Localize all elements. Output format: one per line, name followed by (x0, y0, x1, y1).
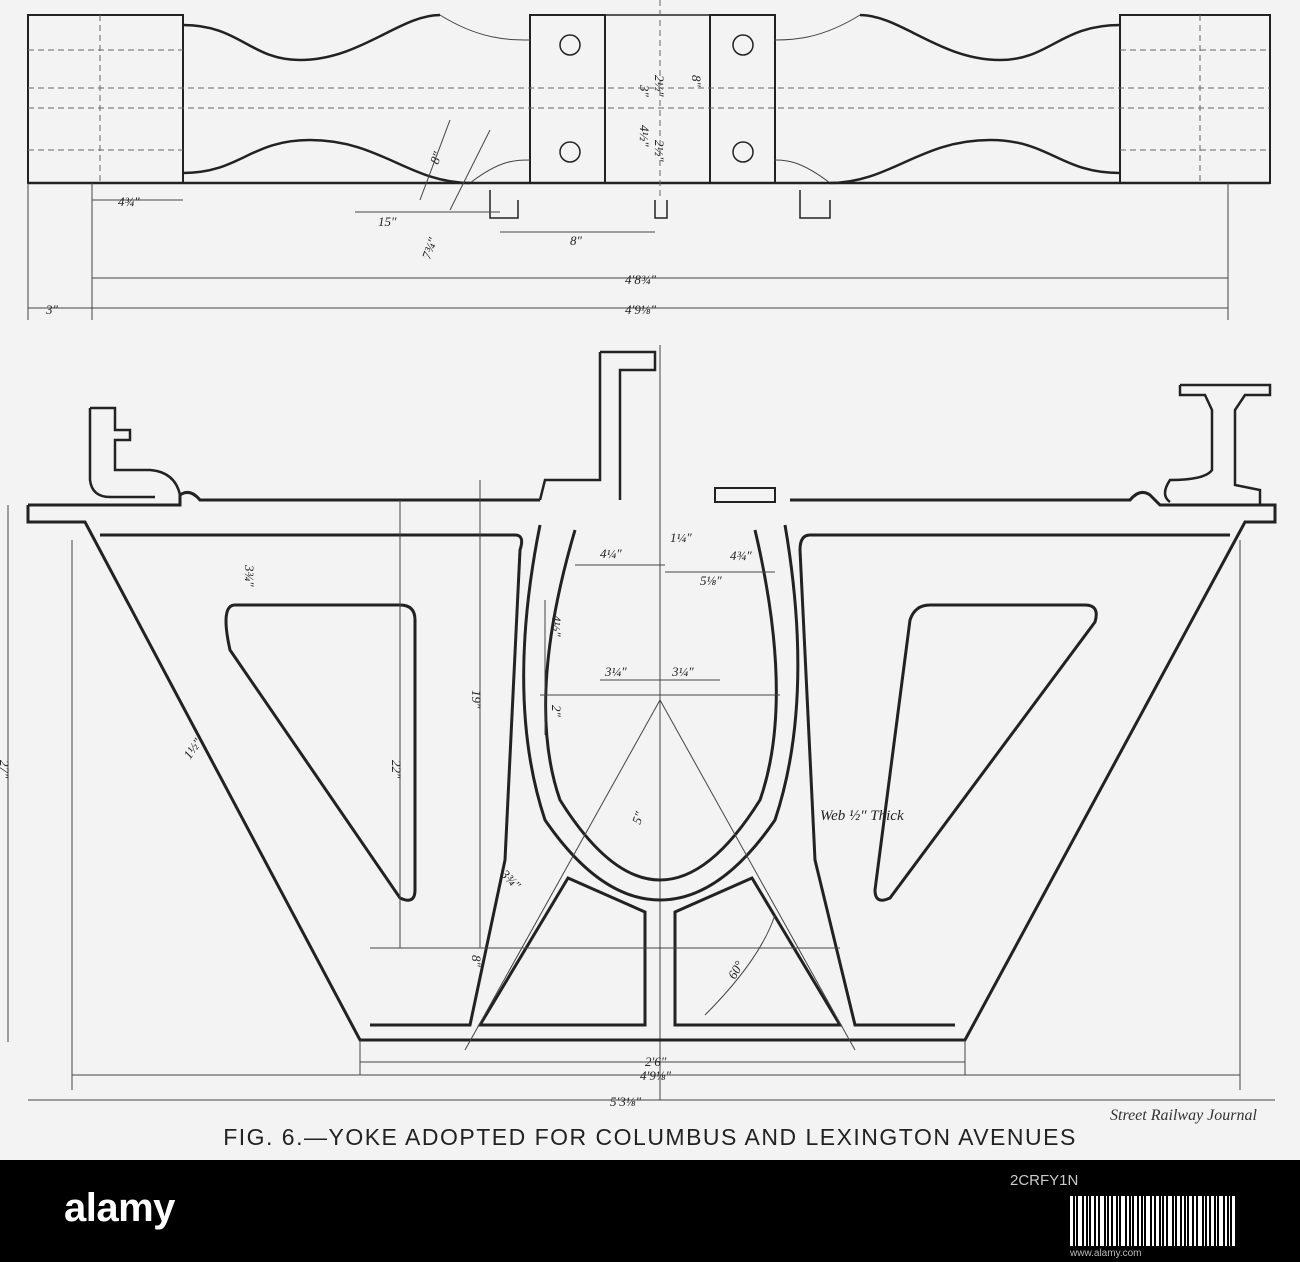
dim-4-1-2: 4½″ (637, 125, 652, 147)
dim-4-3-4: 4¾″ (118, 194, 140, 209)
dim-5-3-1-8: 5′3⅛″ (610, 1094, 642, 1109)
dim-3-1-4-b: 3¼″ (671, 664, 694, 679)
dim-5: 5″ (629, 809, 647, 826)
site-url[interactable]: www.alamy.com (1070, 1248, 1142, 1259)
dim-27: 27″ (0, 760, 12, 779)
dim-8-s: 8″ (469, 955, 484, 968)
dim-15: 15″ (378, 214, 397, 229)
plan-view: 4¾″ 15″ 8″ 7¾″ 8″ 3″ 2½″ 4½″ 2½″ 8″ 4′8¾… (27, 0, 1271, 320)
dim-3-left: 3″ (45, 302, 59, 317)
yoke-drawing: 4¾″ 15″ 8″ 7¾″ 8″ 3″ 2½″ 4½″ 2½″ 8″ 4′8¾… (0, 0, 1277, 1124)
dim-22: 22″ (389, 760, 404, 779)
section-view: 4¼″ 1¼″ 4¾″ 3¾″ 5⅛″ 4½″ 2″ 3¼″ 3¼″ 1½″ 1… (0, 345, 1277, 1109)
dim-4-8-3-4: 4′8¾″ (625, 272, 657, 287)
dim-8-diag: 8″ (427, 149, 445, 166)
dim-3: 3″ (637, 84, 652, 98)
barcode-icon (1070, 1196, 1237, 1246)
dim-5-1-8: 5⅛″ (700, 573, 722, 588)
dim-2: 2″ (549, 705, 564, 718)
dim-4-9-1-8-s: 4′9⅛″ (640, 1068, 672, 1083)
journal-credit: Street Railway Journal (1110, 1107, 1257, 1124)
dim-7-3-4: 7¾″ (419, 235, 441, 261)
brand-logo[interactable]: alamy (64, 1186, 175, 1230)
dim-2-1-2-b: 2½″ (652, 140, 667, 162)
dim-3-3-4-b: 3¾″ (497, 866, 524, 893)
dim-4-3-4-s: 4¾″ (730, 548, 752, 563)
dim-2-6: 2′6″ (645, 1054, 667, 1069)
dim-2-1-2: 2½″ (652, 75, 667, 97)
dim-19: 19″ (469, 690, 484, 709)
image-id: 2CRFY1N (1010, 1172, 1079, 1189)
web-note: Web ½″ Thick (820, 808, 904, 824)
dim-3-3-4: 3¾″ (242, 564, 257, 587)
dim-4-1-2: 4½″ (549, 615, 564, 637)
figure-caption: FIG. 6.—YOKE ADOPTED FOR COLUMBUS AND LE… (223, 1124, 1077, 1150)
dim-3-1-4-a: 3¼″ (604, 664, 627, 679)
dim-4-1-4: 4¼″ (600, 546, 622, 561)
dim-60-deg: 60° (725, 958, 747, 981)
dim-8-v: 8″ (689, 75, 704, 88)
dim-8: 8″ (570, 233, 583, 248)
dim-4-9-1-8: 4′9⅛″ (625, 302, 657, 317)
stock-footer: alamy 2CRFY1N www.alamy.com (0, 1160, 1300, 1262)
dim-1-1-4: 1¼″ (670, 530, 692, 545)
